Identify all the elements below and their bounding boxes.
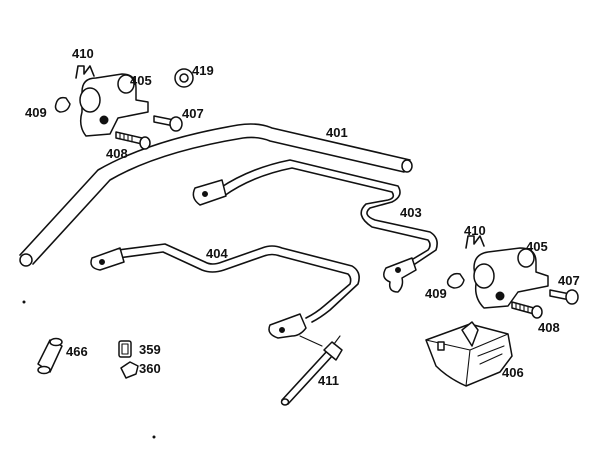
label-409-left: 409	[25, 105, 47, 120]
label-466: 466	[66, 344, 88, 359]
label-419: 419	[192, 63, 214, 78]
label-405-right: 405	[526, 239, 548, 254]
label-407-left: 407	[182, 106, 204, 121]
label-401: 401	[326, 125, 348, 140]
handle-bar-401	[19, 123, 413, 267]
label-410-right: 410	[464, 223, 486, 238]
label-408-left: 408	[106, 146, 128, 161]
bolt-408-right	[511, 301, 535, 315]
clip-410-right	[465, 235, 485, 249]
clip-359	[118, 340, 132, 358]
clamp-assembly-left	[54, 65, 194, 150]
label-404: 404	[206, 246, 228, 261]
cable-rod-411	[280, 335, 343, 406]
clip-410-left	[75, 65, 95, 79]
housing-406	[425, 321, 513, 387]
label-359: 359	[139, 342, 161, 357]
label-407-right: 407	[558, 273, 580, 288]
nut-409-right	[446, 272, 465, 289]
label-408-right: 408	[538, 320, 560, 335]
clip-360	[120, 361, 139, 379]
clamp-assembly-right	[446, 235, 579, 319]
linkage-rod-403	[192, 159, 438, 293]
label-409-right: 409	[425, 286, 447, 301]
nut-409-left	[54, 96, 71, 113]
label-411: 411	[318, 373, 339, 388]
sleeve-466	[37, 337, 63, 375]
label-360: 360	[139, 361, 161, 376]
label-405-left: 405	[130, 73, 152, 88]
linkage-rod-404	[90, 243, 360, 347]
label-403: 403	[400, 205, 422, 220]
label-406: 406	[502, 365, 524, 380]
label-410-left: 410	[72, 46, 94, 61]
